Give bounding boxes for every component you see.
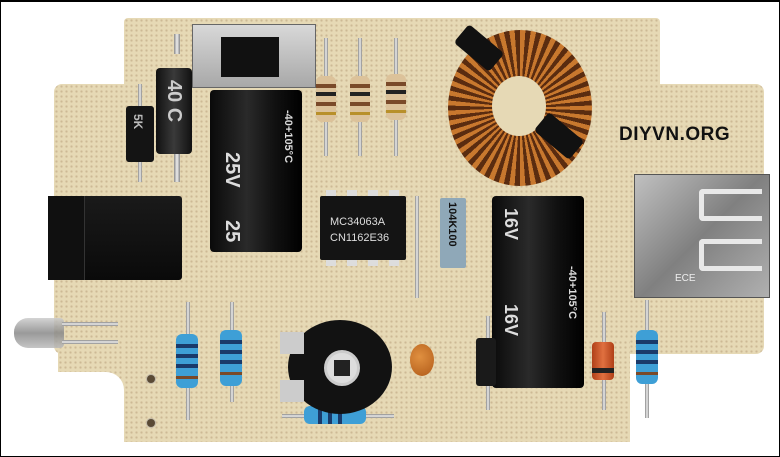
usb-label: ECE (675, 273, 696, 284)
resistor-blue-1 (176, 334, 198, 388)
resistor-beige-3 (386, 74, 406, 120)
film-capacitor: 104K100 (440, 198, 466, 268)
capacitor-voltage-2: 16V (501, 304, 521, 337)
ic-pins-bottom (326, 260, 400, 266)
ic-label-line2: CN1162E36 (330, 232, 390, 244)
solder-pad (146, 418, 156, 428)
resistor-blue-2 (220, 330, 242, 386)
diode-small-lead (138, 162, 142, 182)
diode-lead (174, 154, 180, 182)
ceramic-capacitor (410, 344, 434, 376)
trimmer-terminal (280, 380, 304, 402)
notch-bottom-left (40, 372, 124, 452)
capacitor-temp: -40+105°C (566, 266, 578, 320)
watermark-text: DIYVN.ORG (619, 124, 731, 145)
capacitor-25v: 25V 25 -40+105°C (210, 90, 302, 252)
resistor-beige-2 (350, 76, 370, 122)
trimmer-terminal (280, 332, 304, 354)
diode-large-label: 40 C (163, 80, 185, 123)
slide-switch (192, 24, 316, 88)
led-lead (62, 340, 118, 344)
diode-lead (174, 34, 180, 54)
zener-diode (592, 342, 614, 380)
diode-small: 5K (126, 106, 154, 162)
film-capacitor-label: 104K100 (446, 202, 458, 247)
trimmer-potentiometer (288, 320, 392, 414)
resistor-blue-3 (636, 330, 658, 384)
capacitor-voltage: 25V (221, 152, 243, 188)
led-lead (62, 322, 118, 326)
capacitor-16v: 16V 16V -40+105°C (492, 196, 584, 388)
diode-small-lead (138, 84, 142, 106)
trimmer-adjust-hole (324, 350, 360, 386)
dc-power-jack (48, 196, 182, 280)
switch-knob (221, 37, 279, 77)
solder-pad (146, 374, 156, 384)
led (14, 318, 64, 348)
jumper-wire (415, 196, 419, 298)
usb-port: ECE (634, 174, 770, 298)
capacitor-voltage-2: 25 (221, 220, 243, 243)
capacitor-voltage: 16V (501, 208, 521, 241)
diode-small-2 (476, 338, 496, 386)
resistor-beige-1 (316, 76, 336, 122)
ic-mc34063a: MC34063A CN1162E36 (320, 196, 406, 260)
notch-top-left (40, 10, 124, 84)
diode-large: 40 C (156, 68, 192, 154)
diode-small-label: 5K (131, 114, 145, 130)
notch-bottom-right (630, 374, 770, 454)
capacitor-temp: -40+105°C (282, 110, 294, 164)
notch-top-right (660, 10, 770, 82)
ic-pins-top (326, 190, 400, 196)
ic-label-line1: MC34063A (330, 216, 386, 228)
